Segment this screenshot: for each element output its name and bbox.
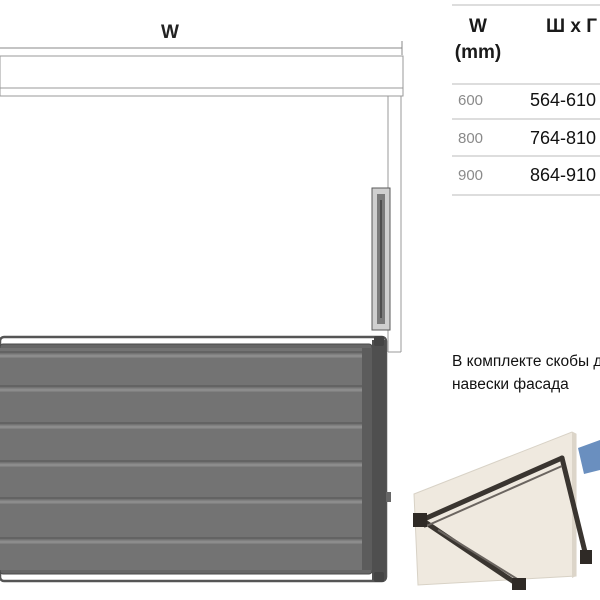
spec-header-width-symbol: W (469, 16, 487, 37)
spec-table-rules (452, 4, 600, 196)
bracket-caption-line1: В комплекте скобы для (452, 353, 600, 370)
bracket-caption: В комплекте скобы для навески фасада (452, 350, 600, 396)
drawer-runner (371, 187, 391, 331)
pull-out-basket (0, 335, 391, 583)
spec-row-size: 764-810 (530, 128, 597, 148)
spec-header-width: W (mm) (452, 14, 504, 66)
width-label: W (161, 22, 179, 43)
spec-row-width: 900 (458, 167, 484, 184)
spec-header-size: Ш х Г (546, 16, 597, 37)
cabinet-top (0, 55, 404, 97)
spec-row-width: 800 (458, 130, 484, 147)
basket-wire-bars (0, 354, 362, 544)
spec-row-width: 600 (458, 92, 484, 109)
bracket-caption-line2: навески фасада (452, 376, 569, 393)
spec-row-size: 864-910 (530, 165, 597, 185)
facade-bracket-image (413, 431, 600, 590)
width-dimension-line (0, 41, 403, 55)
spec-header-width-unit: (mm) (454, 42, 502, 63)
spec-row-size: 564-610 (530, 90, 597, 110)
